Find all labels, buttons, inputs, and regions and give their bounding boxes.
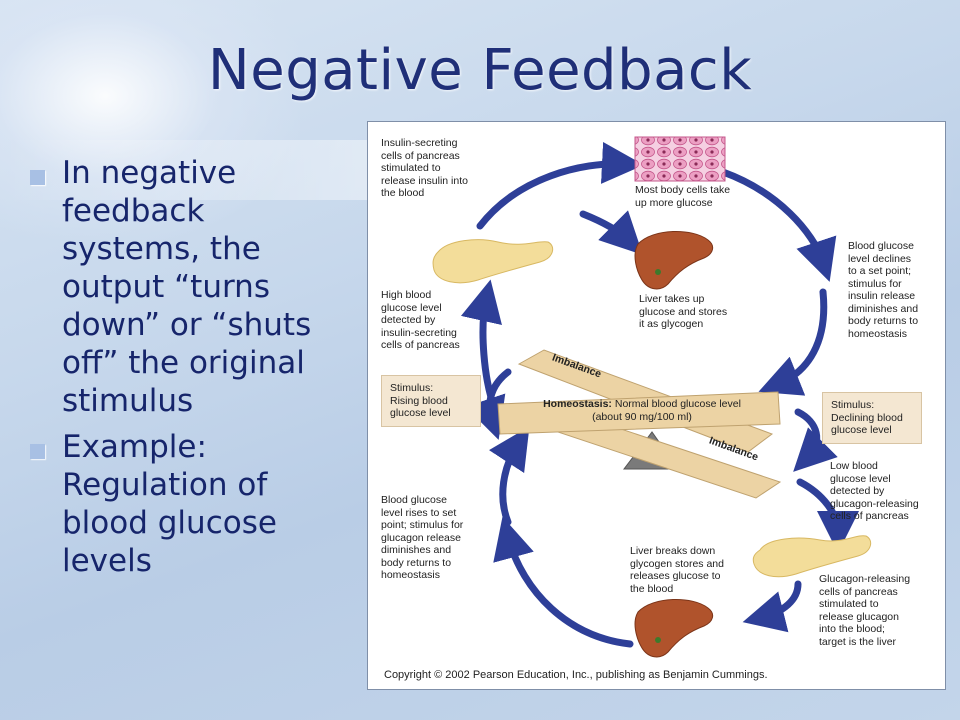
bullet-item: Example: Regulation of blood glucose lev… [28,428,348,580]
bullet-list: In negative feedback systems, the output… [28,154,348,588]
label-low-blood: Low blood glucose level detected by gluc… [830,460,919,522]
bullet-item: In negative feedback systems, the output… [28,154,348,420]
feedback-arrows [460,141,859,648]
bullet-text: Example: Regulation of blood glucose lev… [62,429,277,579]
slide-title: Negative Feedback [207,38,753,103]
arrow-rise-to-homeostasis [488,426,530,526]
arrow-cells-to-liver [579,210,643,255]
arrow-low-to-pancreas [796,478,859,553]
pancreas-top-image [432,239,554,284]
diagram-graphics [432,136,872,658]
seesaw [497,349,782,499]
label-body-cells: Most body cells take up more glucose [635,184,731,209]
pancreas-bottom-image [752,535,872,578]
homeostasis-value-label: Normal blood glucose level (about 90 mg/… [592,398,741,423]
arrow-decline-to-homeostasis [758,288,828,396]
arrow-pancreas-to-cells [476,141,644,230]
arrow-beam-to-stimulus-rising [465,368,512,440]
arrow-cells-to-decline [719,168,837,282]
liver-top-image [634,231,714,290]
label-blood-rises: Blood glucose level rises to set point; … [381,494,464,581]
label-high-blood: High blood glucose level detected by ins… [381,289,460,351]
label-insulin-secreting: Insulin-secreting cells of pancreas stim… [381,137,468,199]
bullet-square-icon [30,170,45,185]
liver-bottom-image [634,599,714,658]
label-liver-stores: Liver takes up glucose and stores it as … [639,293,728,330]
stimulus-rising-box: Stimulus: Rising blood glucose level [381,375,481,427]
label-liver-breaks: Liver breaks down glycogen stores and re… [630,545,724,595]
arrow-liver-to-rise [493,516,634,648]
stimulus-declining-box: Stimulus: Declining blood glucose level [822,392,922,444]
label-blood-declines: Blood glucose level declines to a set po… [848,240,919,340]
beam-homeostasis [497,391,781,435]
glucose-regulation-diagram: Insulin-secreting cells of pancreas stim… [367,121,946,690]
body-cells-image [634,136,726,182]
homeostasis-label: Homeostasis: Normal blood glucose level … [508,398,776,423]
bullet-square-icon [30,444,45,459]
bullet-text: In negative feedback systems, the output… [62,155,312,419]
background-photo-surgeon [0,0,300,240]
homeostasis-bold-label: Homeostasis: [543,398,612,410]
arrow-pancreas-to-liver [742,580,802,633]
label-glucagon-releasing: Glucagon-releasing cells of pancreas sti… [819,573,911,648]
copyright-text: Copyright © 2002 Pearson Education, Inc.… [384,669,768,681]
arrow-declining-to-low [793,408,838,472]
